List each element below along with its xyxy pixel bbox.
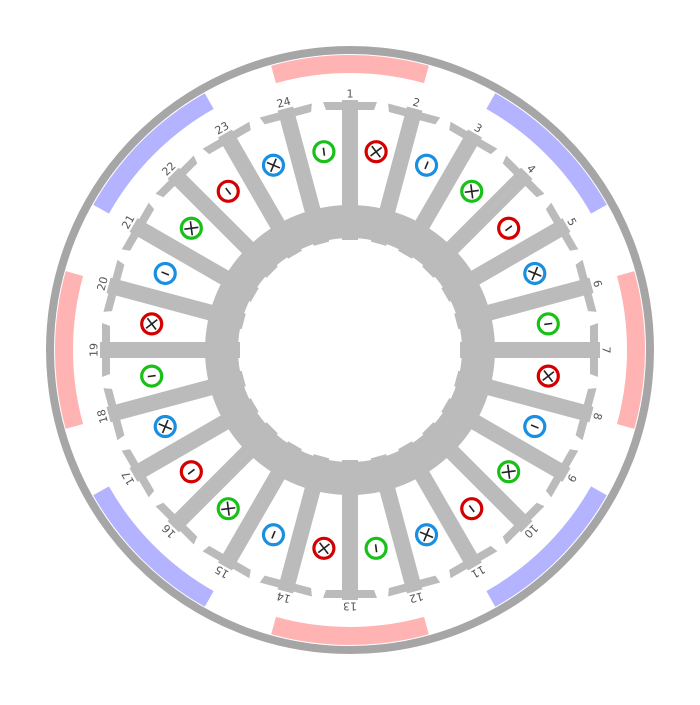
magnet-north [271,616,429,645]
tooth-label: 18 [95,408,111,425]
tooth-label: 20 [95,275,111,292]
stator-tooth [323,100,377,240]
tooth-label: 14 [275,589,292,605]
tooth-label: 11 [469,563,488,581]
winding-green-out [312,140,336,164]
stator-yoke [205,205,495,495]
winding-blue-out [153,261,177,286]
stator-tooth [100,323,240,377]
tooth-label: 1 [347,88,354,101]
winding-blue-in [261,153,286,177]
winding-blue-in [523,261,547,286]
magnet-north [271,54,429,84]
winding-green-in [460,179,484,203]
stator-teeth-layer [100,100,600,600]
magnet-south [93,93,214,214]
winding-green-in [497,460,521,484]
magnet-north [616,271,645,429]
tooth-label: 17 [119,469,137,488]
winding-red-out [497,216,521,240]
outer-ring [46,46,654,654]
winding-red-in [536,364,560,388]
magnets-layer [54,54,645,645]
winding-blue-in [414,523,439,547]
winding-blue-in [153,414,177,439]
winding-green-out [536,312,560,336]
stator-core-layer [205,205,495,495]
winding-red-out [179,460,203,484]
windings-layer [140,140,560,560]
winding-green-out [364,536,388,560]
magnet-south [93,486,214,607]
winding-red-in [140,312,164,336]
winding-blue-out [414,153,439,177]
stator-tooth [323,460,377,600]
magnet-south [486,486,607,607]
stator-tooth [460,323,600,377]
winding-red-out [460,497,484,521]
magnet-north [54,271,84,429]
winding-green-out [140,364,164,388]
tooth-label: 21 [119,213,137,232]
winding-green-in [216,497,240,521]
outer-ring-layer [46,46,654,654]
magnet-south [486,93,607,214]
tooth-label: 7 [600,347,613,354]
tooth-label: 23 [213,119,232,137]
winding-green-in [179,216,203,240]
tooth-label: 15 [213,563,232,581]
winding-red-in [364,140,388,164]
winding-red-in [312,536,336,560]
tooth-label: 2 [411,96,421,110]
tooth-label: 13 [343,600,357,613]
tooth-label: 12 [408,589,425,605]
tooth-label: 6 [590,279,604,289]
winding-blue-out [261,523,286,547]
winding-red-out [216,179,240,203]
tooth-label: 19 [88,343,101,357]
winding-blue-out [523,414,547,439]
tooth-label: 8 [590,411,604,421]
tooth-label: 24 [275,95,292,111]
